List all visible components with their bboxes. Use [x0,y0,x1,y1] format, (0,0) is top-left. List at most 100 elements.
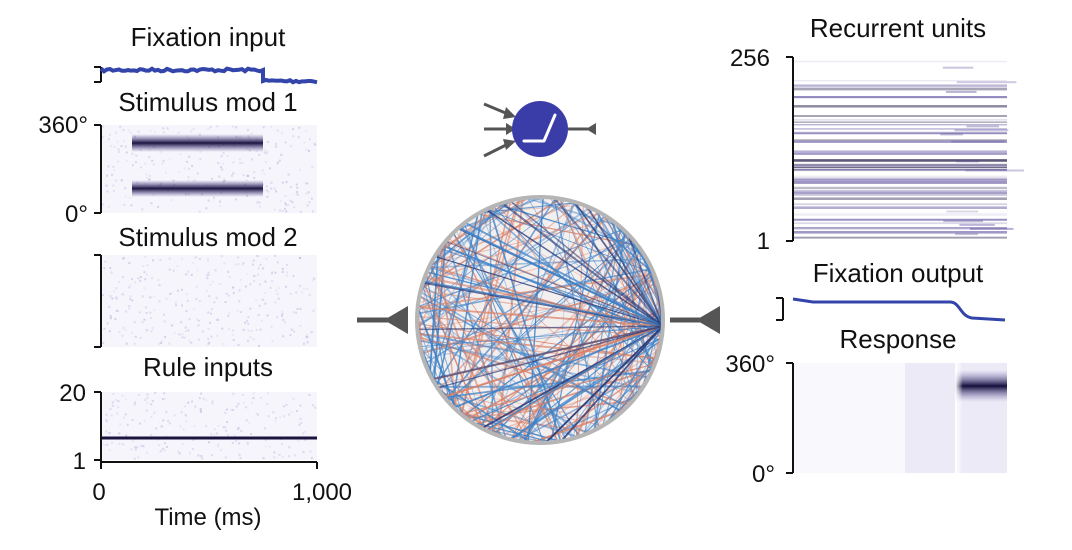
noise-speck [253,171,256,174]
noise-speck [306,333,308,336]
noise-speck [232,339,235,341]
noise-speck [150,403,153,406]
noise-speck [117,160,120,163]
noise-speck [207,311,210,314]
noise-speck [296,307,299,310]
noise-speck [213,196,215,199]
noise-speck [162,127,165,130]
noise-speck [175,304,177,307]
noise-speck [260,319,263,322]
noise-speck [176,265,179,268]
hub-connection [431,325,663,381]
noise-speck [122,128,125,131]
noise-speck [215,296,218,299]
noise-speck [279,199,282,202]
noise-speck [279,416,282,419]
excitatory-connection [617,348,660,416]
noise-speck [308,150,310,152]
noise-speck [180,288,183,291]
fixation-input-yaxis [94,66,102,83]
noise-speck [186,299,189,302]
fixation-output-trace [792,297,1006,322]
noise-speck [230,408,233,411]
inhibitory-connection [525,197,620,227]
noise-speck [197,454,200,457]
noise-speck [102,443,105,446]
noise-speck [276,293,279,295]
noise-speck [111,401,114,404]
noise-speck [145,312,148,314]
noise-speck [299,256,302,259]
noise-speck [161,162,164,165]
noise-speck [110,144,113,147]
noise-speck [129,284,132,287]
noise-speck [181,304,184,307]
noise-speck [237,263,240,266]
noise-speck [295,183,298,186]
unit-activity-row [793,164,1007,167]
unit-input-arrowhead-bottom [503,139,516,150]
noise-speck [188,155,191,158]
hub-connection [464,221,663,327]
noise-speck [240,430,243,433]
fixation-output-yaxis [776,297,784,321]
excitatory-connection [417,332,658,360]
noise-speck [222,152,225,155]
noise-speck [253,280,255,282]
noise-speck [163,320,166,323]
hub-connection [627,233,663,327]
noise-speck [169,293,172,295]
noise-speck [170,199,173,202]
noise-speck [106,420,109,423]
noise-speck [167,419,170,422]
noise-speck [136,446,139,449]
noise-speck [109,267,112,269]
noise-speck [224,301,227,303]
noise-speck [273,208,276,211]
noise-speck [148,178,150,181]
noise-speck [145,306,148,309]
unit-activity-late [965,169,1024,172]
noise-speck [158,444,161,446]
unit-activity-row [793,84,1007,86]
unit-activity-row [793,227,1007,230]
noise-speck [117,148,120,151]
excitatory-connection [429,200,575,267]
noise-speck [282,318,285,321]
noise-speck [113,169,116,172]
inhibitory-connection [447,237,632,402]
noise-speck [219,449,222,451]
noise-speck [238,289,241,292]
noise-speck [208,441,210,444]
noise-speck [312,309,315,312]
noise-speck [138,311,141,314]
noise-speck [129,298,132,301]
noise-speck [293,206,296,209]
hub-connection [445,240,663,327]
noise-speck [278,159,281,162]
noise-speck [231,409,234,412]
noise-speck [195,298,198,301]
recurrent-units-title: Recurrent units [810,13,986,43]
unit-activity-row [793,105,1007,108]
noise-speck [281,181,284,184]
excitatory-connection [430,219,612,265]
noise-speck [128,286,131,289]
noise-speck [308,394,311,396]
unit-activity-row [793,181,1007,184]
noise-speck [264,302,267,305]
noise-speck [264,292,266,294]
noise-speck [255,299,258,302]
excitatory-connection [417,315,662,338]
noise-speck [159,284,162,287]
unit-activity-row [793,222,1007,225]
noise-speck [128,262,131,264]
noise-speck [275,190,277,193]
noise-speck [105,443,108,446]
excitatory-connection [438,216,608,391]
noise-speck [281,310,284,313]
noise-speck [290,328,293,331]
noise-speck [198,258,201,261]
noise-speck [181,333,184,336]
inhibitory-connection [419,347,504,438]
